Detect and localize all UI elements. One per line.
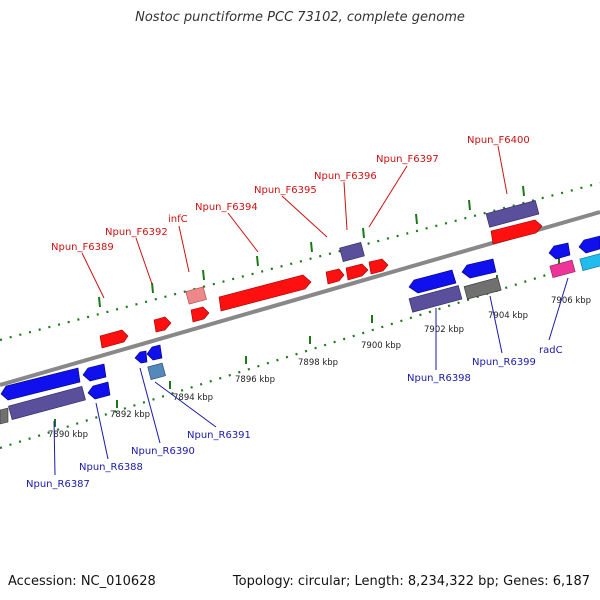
gene-label-npun-r6387[interactable]: Npun_R6387 — [26, 479, 90, 490]
tick-label: 7892 kbp — [110, 410, 150, 420]
gene-label-radc[interactable]: radC — [539, 345, 563, 356]
forward-major-ticks — [98, 185, 525, 308]
gene-arrow-reverse[interactable] — [87, 381, 111, 400]
gene-steel[interactable] — [147, 362, 166, 380]
gene-label-npun-r6391[interactable]: Npun_R6391 — [187, 430, 251, 441]
gene-arrow-reverse[interactable] — [146, 344, 163, 361]
gene-label-npun-f6392[interactable]: Npun_F6392 — [105, 227, 168, 238]
gene-label-npun-f6397[interactable]: Npun_F6397 — [376, 154, 439, 165]
tick-label: 7900 kbp — [361, 341, 401, 351]
gene-pink[interactable] — [549, 259, 576, 279]
gene-arrow-reverse[interactable] — [578, 235, 600, 254]
gene-label-npun-f6395[interactable]: Npun_F6395 — [254, 185, 317, 196]
gene-label-npun-f6389[interactable]: Npun_F6389 — [51, 242, 114, 253]
tick-label: 7906 kbp — [551, 296, 591, 306]
reverse-leaders — [53, 277, 569, 476]
gene-arrow-forward[interactable] — [368, 258, 389, 275]
reverse-genes — [0, 235, 600, 425]
forward-genes — [99, 200, 543, 349]
gene-operon-reverse[interactable] — [408, 285, 463, 313]
tick-label: 7904 kbp — [488, 311, 528, 321]
gene-operon-reverse[interactable] — [8, 386, 86, 420]
gene-label-npun-f6394[interactable]: Npun_F6394 — [195, 202, 258, 213]
gene-arrow-reverse[interactable] — [82, 363, 107, 382]
gene-arrow-reverse[interactable] — [134, 350, 148, 364]
forward-leaders — [81, 145, 508, 299]
tick-label: 7898 kbp — [298, 358, 338, 368]
gene-arrow-reverse[interactable] — [0, 407, 9, 425]
tick-label: 7896 kbp — [235, 375, 275, 385]
tick-label: 7890 kbp — [48, 430, 88, 440]
page-title: Nostoc punctiforme PCC 73102, complete g… — [135, 10, 465, 25]
gene-arrow-forward[interactable] — [153, 316, 172, 333]
genome-summary-text: Topology: circular; Length: 8,234,322 bp… — [232, 574, 590, 589]
forward-tick-track — [0, 181, 600, 342]
gene-arrow-forward[interactable] — [345, 263, 369, 281]
reverse-labels: Npun_R6387 Npun_R6388 Npun_R6390 Npun_R6… — [26, 345, 563, 490]
gene-cyan[interactable] — [579, 252, 600, 272]
gene-label-npun-r6399[interactable]: Npun_R6399 — [472, 357, 536, 368]
gene-label-npun-r6398[interactable]: Npun_R6398 — [407, 373, 471, 384]
gene-arrow-forward[interactable] — [190, 306, 210, 323]
forward-labels: Npun_F6389 Npun_F6392 infC Npun_F6394 Np… — [51, 135, 530, 253]
gene-label-npun-r6388[interactable]: Npun_R6388 — [79, 462, 143, 473]
gene-label-npun-f6400[interactable]: Npun_F6400 — [467, 135, 530, 146]
tick-label: 7902 kbp — [424, 325, 464, 335]
gene-infc[interactable] — [185, 286, 207, 305]
gene-label-npun-f6396[interactable]: Npun_F6396 — [314, 171, 377, 182]
gene-npun-r6399[interactable] — [461, 258, 497, 279]
accession-text: Accession: NC_010628 — [8, 574, 156, 589]
gene-operon-forward[interactable] — [339, 242, 365, 262]
gene-operon-forward[interactable] — [485, 200, 540, 228]
tick-label: 7894 kbp — [173, 393, 213, 403]
gene-arrow-forward[interactable] — [325, 268, 345, 285]
gene-npun-r6398[interactable] — [408, 269, 457, 294]
gene-arrow-reverse[interactable] — [0, 367, 81, 401]
gene-npun-f6394[interactable] — [218, 274, 312, 312]
gene-grey[interactable] — [463, 277, 502, 300]
gene-npun-f6400[interactable] — [490, 219, 543, 245]
gene-label-infc[interactable]: infC — [168, 214, 188, 225]
gene-label-npun-r6390[interactable]: Npun_R6390 — [131, 446, 195, 457]
gene-arrow-forward[interactable] — [99, 329, 129, 349]
gene-arrow-reverse[interactable] — [548, 242, 571, 260]
